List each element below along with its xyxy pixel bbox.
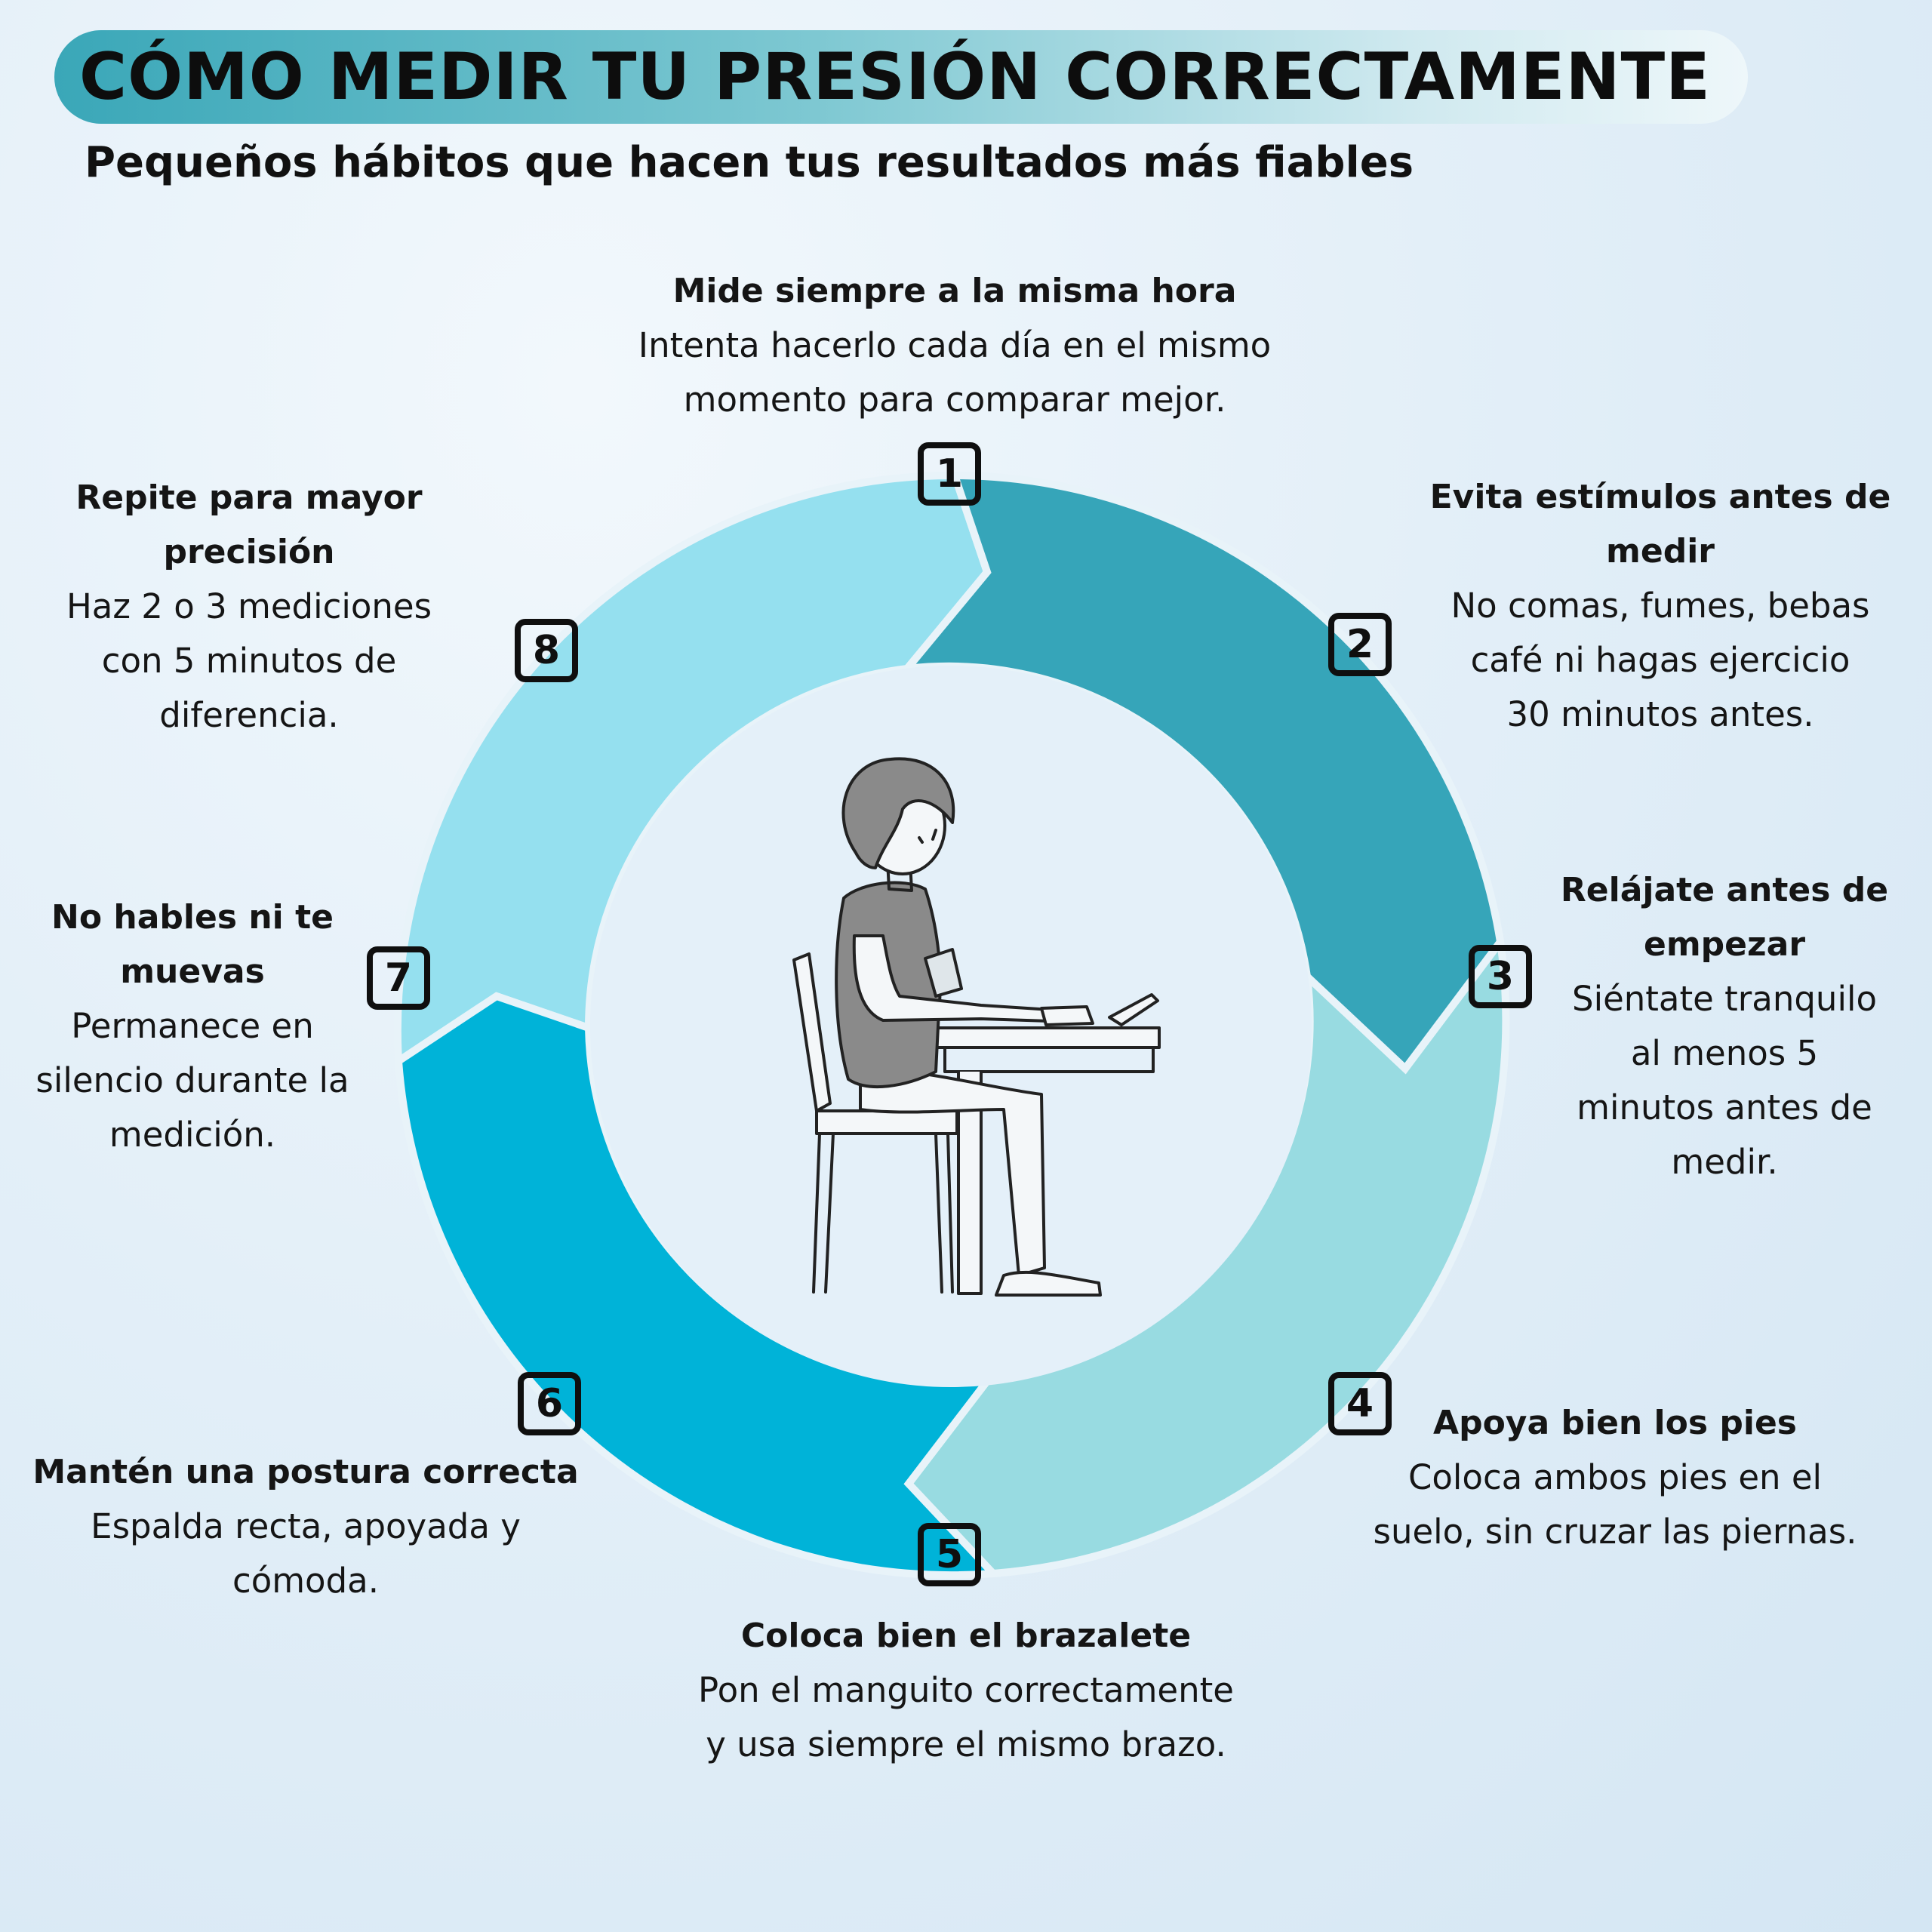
step-3-desc-line-3: minutos antes de	[1577, 1088, 1872, 1128]
step-5-desc-line-2: y usa siempre el mismo brazo.	[706, 1724, 1226, 1764]
page-subtitle: Pequeños hábitos que hacen tus resultado…	[85, 138, 1414, 187]
step-6-desc-line-2: cómoda.	[232, 1561, 380, 1601]
step-2-desc-line-2: café ni hagas ejercicio	[1470, 640, 1850, 680]
step-3-desc-line-4: medir.	[1671, 1142, 1778, 1182]
step-4-number-badge: 4	[1328, 1372, 1392, 1435]
step-2-title-line-2: medir	[1606, 532, 1715, 571]
step-6-text: Mantén una postura correcta Espalda rect…	[15, 1445, 596, 1608]
step-7-title-line-2: muevas	[120, 952, 265, 991]
step-7-desc-line-3: medición.	[109, 1115, 276, 1155]
step-3-desc-line-2: al menos 5	[1630, 1033, 1819, 1073]
step-7-desc-line-1: Permanece en	[71, 1006, 314, 1046]
step-8-desc-line-3: diferencia.	[159, 695, 339, 735]
step-4-desc-line-1: Coloca ambos pies en el	[1407, 1457, 1823, 1497]
step-4-title: Apoya bien los pies	[1433, 1404, 1797, 1442]
step-1-title: Mide siempre a la misma hora	[672, 272, 1237, 310]
step-1-desc-line-1: Intenta hacerlo cada día en el mismo	[638, 325, 1272, 365]
step-7-desc-line-2: silencio durante la	[35, 1060, 349, 1100]
step-7-title-line-1: No hables ni te	[51, 898, 334, 937]
step-8-desc-line-2: con 5 minutos de	[101, 641, 397, 681]
step-3-title-line-1: Relájate antes de	[1560, 871, 1889, 909]
step-8-desc-line-1: Haz 2 o 3 mediciones	[66, 586, 432, 626]
step-1-text: Mide siempre a la misma hora Intenta hac…	[551, 264, 1358, 427]
step-8-title-line-2: precisión	[163, 533, 335, 571]
step-6-number-badge: 6	[518, 1372, 581, 1435]
title-banner	[54, 30, 1748, 124]
step-8-number-badge: 8	[515, 619, 578, 682]
person-seated-measuring-blood-pressure-icon	[792, 757, 1161, 1297]
step-3-number-badge: 3	[1469, 945, 1532, 1008]
step-1-number-badge: 1	[918, 442, 981, 506]
step-1-desc-line-2: momento para comparar mejor.	[683, 380, 1226, 420]
step-2-desc-line-1: No comas, fumes, bebas	[1451, 586, 1870, 626]
step-7-text: No hables ni te muevas Permanece en sile…	[0, 891, 385, 1162]
step-2-number-badge: 2	[1328, 613, 1392, 676]
step-3-text: Relájate antes de empezar Siéntate tranq…	[1540, 863, 1909, 1189]
step-5-desc-line-1: Pon el manguito correctamente	[698, 1670, 1234, 1710]
step-5-title: Coloca bien el brazalete	[740, 1617, 1192, 1655]
step-4-text: Apoya bien los pies Coloca ambos pies en…	[1328, 1396, 1902, 1559]
step-5-text: Coloca bien el brazalete Pon el manguito…	[604, 1609, 1328, 1772]
step-7-number-badge: 7	[367, 946, 430, 1010]
step-6-desc-line-1: Espalda recta, apoyada y	[91, 1506, 521, 1546]
step-2-desc-line-3: 30 minutos antes.	[1506, 694, 1814, 734]
step-6-title: Mantén una postura correcta	[32, 1453, 579, 1491]
step-3-desc-line-1: Siéntate tranquilo	[1572, 979, 1877, 1019]
step-2-title-line-1: Evita estímulos antes de	[1429, 478, 1891, 516]
step-4-desc-line-2: suelo, sin cruzar las piernas.	[1373, 1512, 1857, 1552]
page-title: CÓMO MEDIR TU PRESIÓN CORRECTAMENTE	[79, 39, 1711, 115]
step-3-title-line-2: empezar	[1643, 925, 1806, 964]
step-5-number-badge: 5	[918, 1523, 981, 1586]
step-8-text: Repite para mayor precisión Haz 2 o 3 me…	[30, 471, 468, 743]
step-2-text: Evita estímulos antes de medir No comas,…	[1411, 470, 1909, 742]
step-8-title-line-1: Repite para mayor	[75, 478, 423, 517]
